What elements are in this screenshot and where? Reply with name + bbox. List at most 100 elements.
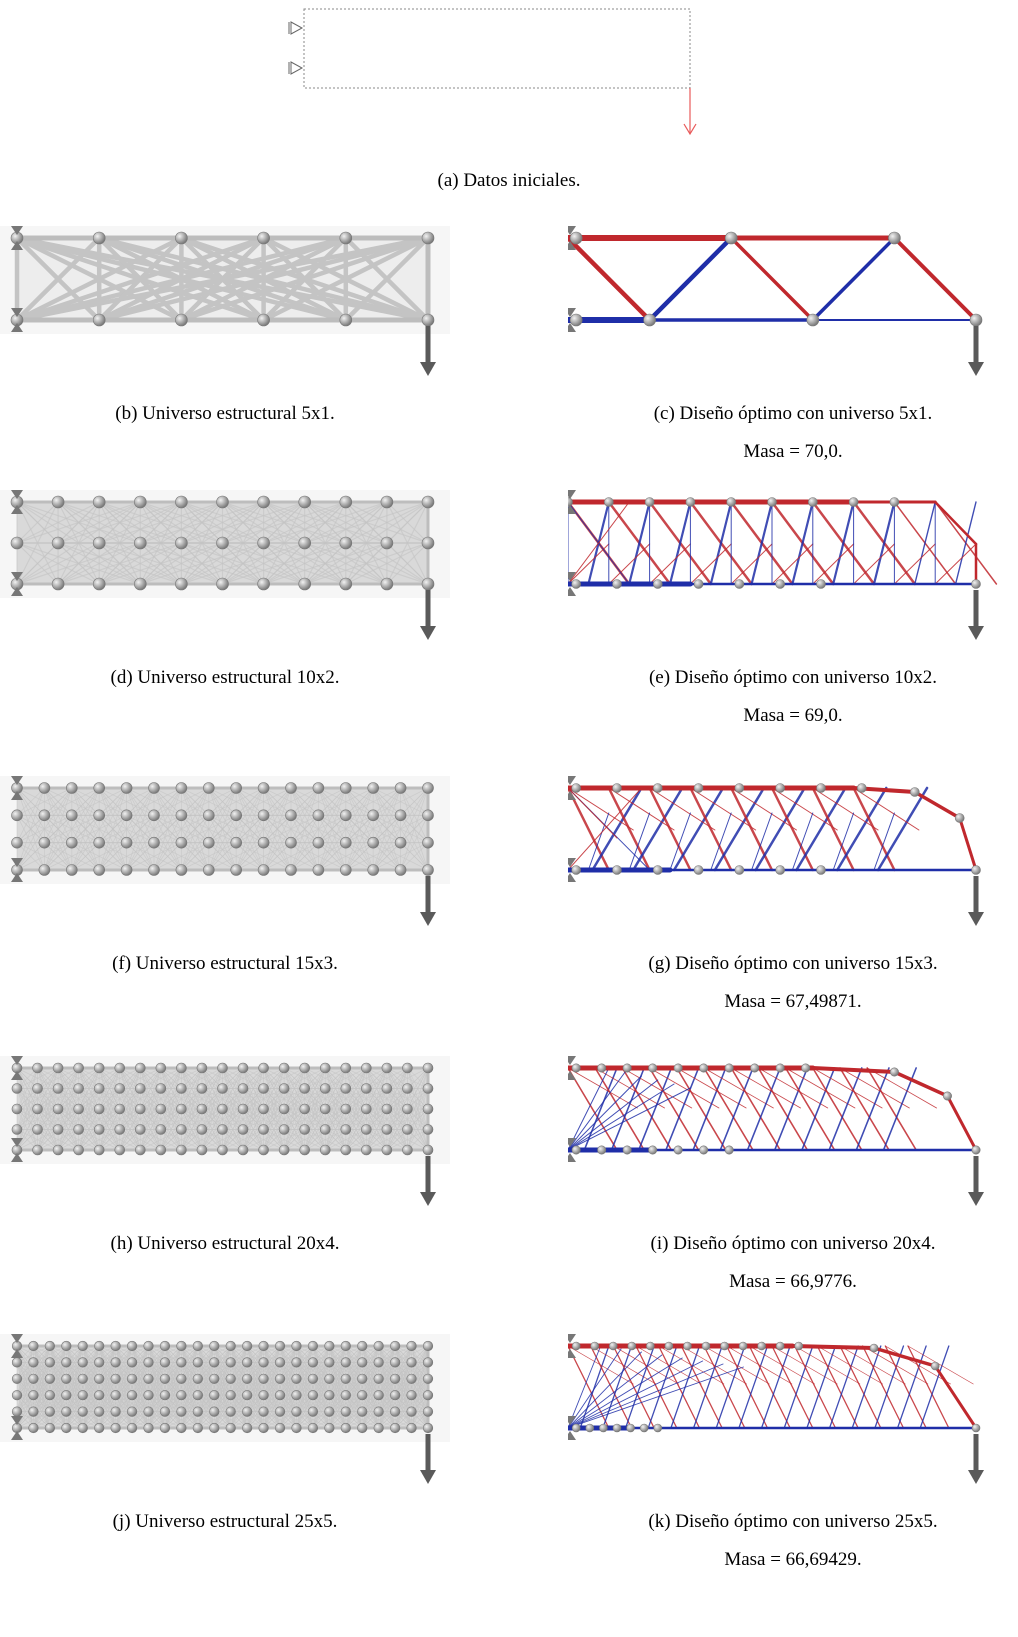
node: [143, 1340, 154, 1352]
truss-bar: [153, 787, 182, 816]
truss-bar: [44, 787, 73, 816]
node: [373, 1390, 384, 1401]
truss-bar: [568, 1345, 602, 1429]
truss-bar: [345, 1067, 367, 1151]
truss-bar: [914, 501, 936, 585]
node: [52, 1124, 64, 1135]
truss-bar: [757, 1067, 829, 1109]
node: [889, 497, 900, 507]
node: [381, 1124, 393, 1135]
node: [77, 1406, 88, 1417]
truss-bar: [361, 1378, 380, 1429]
truss-bar: [65, 1378, 84, 1429]
node: [693, 865, 704, 875]
node: [734, 579, 745, 589]
caption-g: (g) Diseño óptimo con universo 15x3.: [648, 953, 938, 974]
node: [52, 1144, 64, 1156]
truss-bar: [876, 786, 929, 872]
node: [402, 1144, 413, 1156]
truss-bar: [591, 786, 643, 872]
truss-bar: [328, 1345, 347, 1412]
truss-bar: [16, 814, 45, 871]
truss-bar: [263, 1067, 285, 1130]
node: [673, 1063, 683, 1073]
node: [390, 1422, 401, 1434]
truss-bar: [213, 1345, 232, 1412]
node: [92, 577, 106, 591]
node: [11, 1083, 23, 1094]
node: [298, 495, 312, 509]
node: [217, 1144, 228, 1156]
truss-bar: [378, 1378, 396, 1429]
caption-h: (h) Universo estructural 20x4.: [110, 1233, 340, 1254]
node: [196, 1103, 208, 1115]
truss-bar: [771, 787, 838, 831]
node: [44, 1390, 55, 1401]
node: [357, 1422, 368, 1434]
node: [340, 1124, 352, 1135]
truss-bar: [98, 1067, 121, 1130]
initial-data-diagram: [288, 8, 697, 136]
node: [734, 783, 745, 793]
truss-bar: [78, 1088, 100, 1151]
caption-i: (i) Diseño óptimo con universo 20x4.: [650, 1233, 936, 1254]
truss-bar: [222, 1067, 244, 1151]
truss-bar: [201, 1088, 223, 1151]
node: [954, 813, 965, 823]
node: [734, 865, 745, 875]
node: [38, 809, 51, 822]
truss-bar: [98, 787, 127, 871]
node: [159, 1373, 171, 1384]
truss-bar: [246, 1345, 265, 1380]
support-icon: [568, 776, 576, 800]
node: [230, 864, 242, 876]
node: [299, 1124, 311, 1135]
truss-bar: [568, 1071, 626, 1151]
node: [394, 782, 407, 794]
truss-bar: [568, 1360, 704, 1429]
node: [155, 1144, 167, 1156]
node: [421, 313, 435, 327]
truss-bar: [197, 1345, 215, 1412]
node: [44, 1357, 55, 1368]
truss-bar: [78, 1067, 100, 1130]
node: [390, 1406, 401, 1417]
node: [622, 1145, 632, 1155]
load-arrow-icon: [968, 876, 984, 926]
truss-bar: [407, 1067, 429, 1151]
node: [225, 1340, 236, 1352]
node: [28, 1406, 39, 1417]
truss-bar: [279, 1345, 297, 1412]
truss-bar: [65, 1362, 84, 1429]
truss-bar: [345, 1345, 363, 1396]
truss-bar: [296, 1345, 314, 1396]
node: [203, 864, 215, 876]
node: [66, 836, 78, 849]
node: [339, 577, 353, 591]
truss-bar: [394, 1378, 412, 1429]
node: [44, 1406, 55, 1417]
node: [652, 783, 663, 793]
truss-bar: [242, 1088, 265, 1151]
truss-bar: [197, 1362, 215, 1429]
truss-bar: [57, 501, 100, 585]
node: [757, 1341, 766, 1351]
node: [367, 836, 380, 849]
truss-bar: [312, 1345, 330, 1396]
node: [571, 579, 581, 589]
node: [257, 231, 270, 245]
truss-bar: [345, 814, 374, 871]
node: [340, 1062, 352, 1074]
truss-bar: [246, 1378, 265, 1429]
truss-bar: [180, 1067, 203, 1130]
node: [381, 1144, 393, 1156]
node: [237, 1083, 249, 1094]
truss-bar: [801, 1067, 836, 1151]
truss-bar: [98, 501, 141, 585]
truss-bar: [345, 501, 388, 585]
truss-bar: [692, 1345, 723, 1429]
node: [92, 231, 106, 245]
node: [126, 1357, 138, 1368]
truss-bar: [795, 786, 847, 872]
truss-bar: [180, 1067, 203, 1110]
